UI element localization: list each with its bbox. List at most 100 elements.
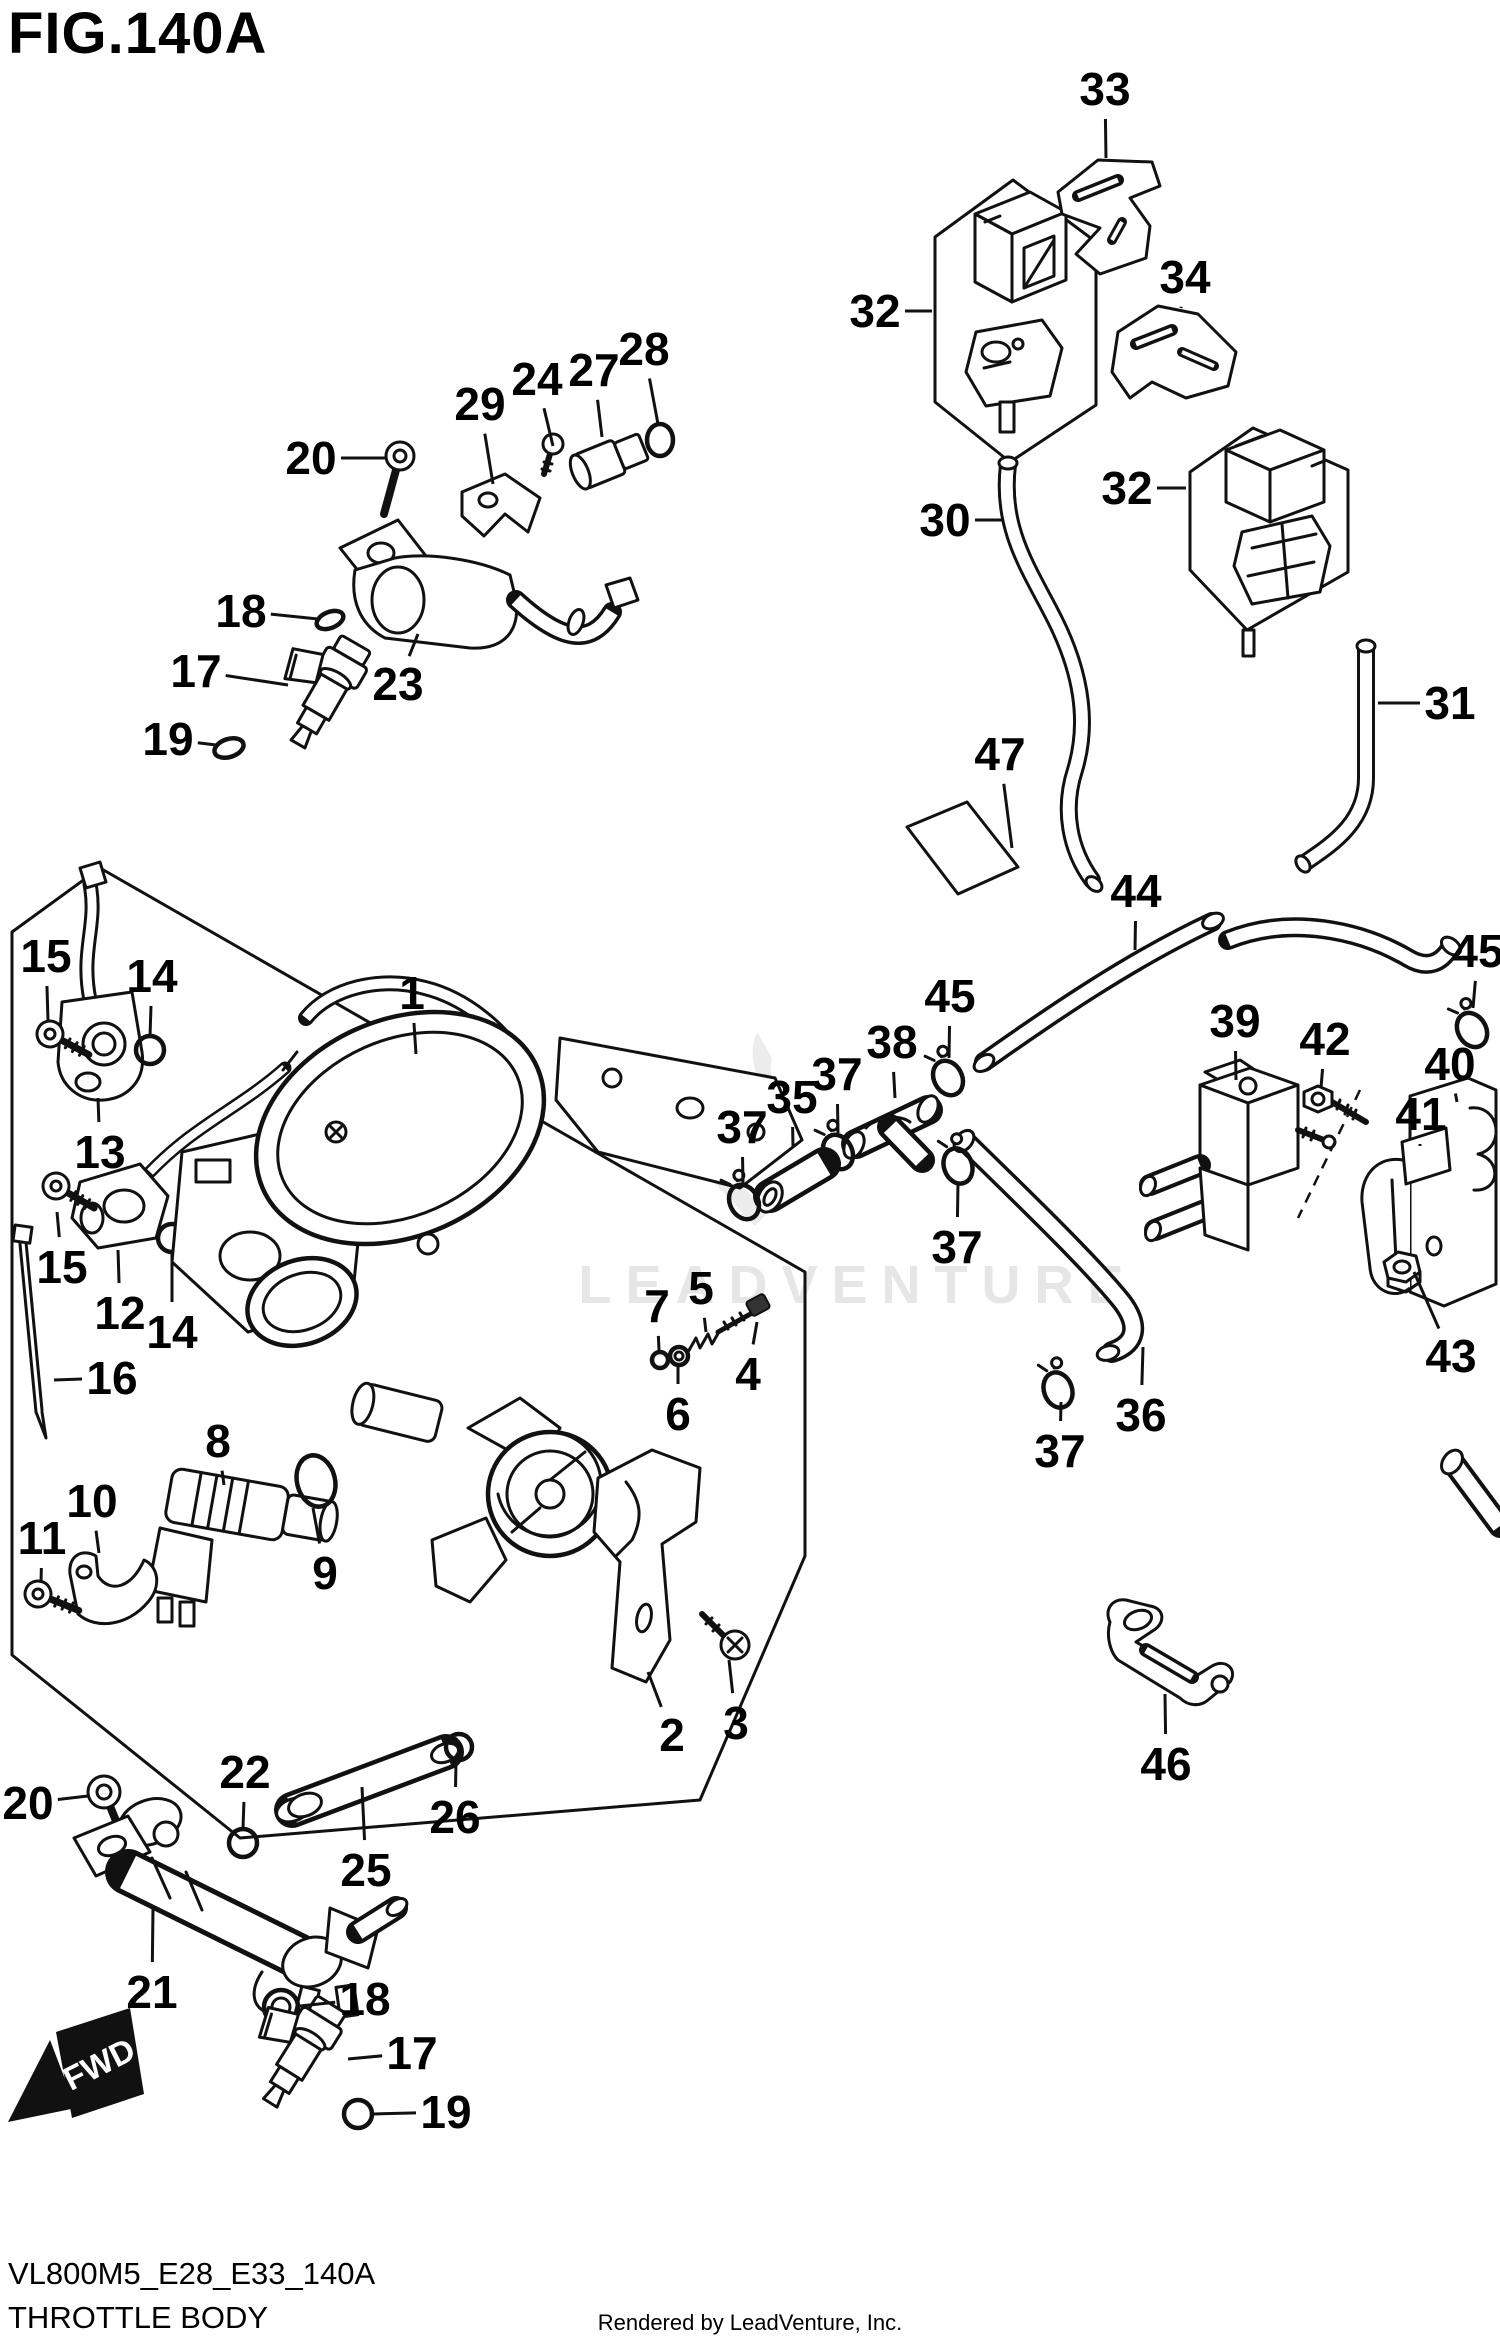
oring-28 [644, 421, 676, 459]
sensor-12 [70, 1050, 299, 1250]
part-number-43-52[interactable]: 43 [1425, 1330, 1476, 1382]
part-number-42-51[interactable]: 42 [1299, 1013, 1350, 1065]
stay-bracket-46 [1106, 1598, 1235, 1707]
part-number-37-43[interactable]: 37 [811, 1048, 862, 1100]
leader-line-19-22 [197, 741, 217, 747]
part-number-21-26[interactable]: 21 [126, 1966, 177, 2018]
part-number-11-10[interactable]: 11 [18, 1512, 67, 1564]
part-number-29-34[interactable]: 29 [454, 378, 505, 430]
part-number-32-37[interactable]: 32 [849, 285, 900, 337]
page-title: THROTTLE BODY [8, 2300, 269, 2335]
part-number-3-2[interactable]: 3 [723, 1697, 749, 1749]
part-number-8-7[interactable]: 8 [205, 1415, 231, 1467]
part-number-14-14[interactable]: 14 [146, 1306, 198, 1358]
part-number-19-23[interactable]: 19 [420, 2086, 471, 2138]
part-number-46-56[interactable]: 46 [1140, 1738, 1191, 1790]
fwd-plate [56, 2008, 144, 2118]
sensor-box-32-left [933, 178, 1098, 464]
leader-line-7-6 [656, 1335, 661, 1351]
part-number-44-53[interactable]: 44 [1110, 865, 1162, 917]
part-number-39-48[interactable]: 39 [1209, 995, 1260, 1047]
part-number-17-19[interactable]: 17 [386, 2027, 437, 2079]
part-number-18-21[interactable]: 18 [339, 1973, 390, 2025]
cushion-41 [1400, 1126, 1452, 1186]
part-number-18-20[interactable]: 18 [215, 585, 266, 637]
part-number-37-46[interactable]: 37 [1034, 1425, 1085, 1477]
leader-line-47-57 [1002, 783, 1014, 849]
leader-line-45-54 [947, 1025, 952, 1059]
oring-19-bottom [341, 2097, 375, 2131]
part-number-24-29[interactable]: 24 [511, 353, 563, 405]
leader-line-46-56 [1163, 1693, 1168, 1735]
leader-line-33-39 [1103, 118, 1108, 159]
relay-bracket-34 [1110, 304, 1238, 400]
leader-line-1-0 [412, 1022, 418, 1055]
leader-line-28-33 [648, 378, 660, 425]
leader-line-27-32 [596, 399, 604, 438]
part-number-37-45[interactable]: 37 [931, 1221, 982, 1273]
part-number-15-15[interactable]: 15 [20, 930, 71, 982]
part-number-16-17[interactable]: 16 [86, 1352, 137, 1404]
part-number-6-5[interactable]: 6 [665, 1388, 691, 1440]
part-number-14-13[interactable]: 14 [126, 950, 178, 1002]
part-number-45-54[interactable]: 45 [924, 970, 975, 1022]
part-number-35-41[interactable]: 35 [766, 1071, 817, 1123]
leader-line-15-16 [55, 1211, 61, 1238]
leader-line-37-45 [955, 1181, 960, 1218]
part-number-31-36[interactable]: 31 [1424, 677, 1475, 729]
vacuum-hose-31 [1294, 638, 1377, 874]
part-number-2-1[interactable]: 2 [659, 1709, 685, 1761]
leader-line-17-18 [225, 674, 289, 687]
part-number-30-35[interactable]: 30 [919, 494, 970, 546]
part-number-45-55[interactable]: 45 [1452, 925, 1500, 977]
leader-line-18-20 [270, 612, 319, 621]
leader-line-45-55 [1471, 980, 1477, 1009]
part-number-36-42[interactable]: 36 [1115, 1389, 1166, 1441]
part-number-10-9[interactable]: 10 [66, 1475, 117, 1527]
leader-line-42-51 [1319, 1068, 1325, 1089]
part-number-26-31[interactable]: 26 [429, 1791, 480, 1843]
part-number-5-4[interactable]: 5 [688, 1262, 714, 1314]
hose-clamp-45-left [921, 1044, 969, 1100]
part-number-37-44[interactable]: 37 [716, 1101, 767, 1153]
part-number-4-3[interactable]: 4 [735, 1348, 761, 1400]
part-number-19-22[interactable]: 19 [142, 713, 193, 765]
screw-24 [540, 432, 565, 477]
part-number-20-25[interactable]: 20 [2, 1777, 53, 1829]
fuel-injector-bottom [224, 1975, 353, 2117]
part-number-20-24[interactable]: 20 [285, 432, 336, 484]
part-number-22-27[interactable]: 22 [219, 1746, 270, 1798]
joint-pipe-35 [753, 1147, 841, 1214]
part-number-9-8[interactable]: 9 [312, 1547, 338, 1599]
oring-9 [294, 1453, 338, 1509]
part-number-47-57[interactable]: 47 [974, 728, 1025, 780]
part-number-28-33[interactable]: 28 [618, 323, 669, 375]
part-number-27-32[interactable]: 27 [568, 344, 619, 396]
leader-line-15-15 [45, 985, 50, 1021]
hose-clamp-37-d [1034, 1356, 1077, 1412]
leader-line-16-17 [53, 1377, 83, 1382]
oring-19-top [212, 736, 246, 760]
part-number-17-18[interactable]: 17 [170, 645, 221, 697]
union-bolt-20 [380, 440, 416, 518]
part-number-7-6[interactable]: 7 [644, 1280, 670, 1332]
part-number-25-30[interactable]: 25 [340, 1844, 391, 1896]
leader-line-17-19 [347, 2054, 383, 2061]
part-number-12-11[interactable]: 12 [94, 1287, 145, 1339]
part-number-15-16[interactable]: 15 [36, 1241, 87, 1293]
part-number-34-40[interactable]: 34 [1159, 251, 1211, 303]
part-number-13-12[interactable]: 13 [74, 1126, 125, 1178]
part-number-1-0[interactable]: 1 [399, 967, 425, 1019]
valve-bolt-42 [1302, 1084, 1369, 1125]
part-number-33-39[interactable]: 33 [1079, 63, 1130, 115]
part-number-40-49[interactable]: 40 [1424, 1038, 1475, 1090]
part-number-41-50[interactable]: 41 [1395, 1088, 1446, 1140]
leader-line-40-49 [1453, 1093, 1459, 1103]
part-number-38-47[interactable]: 38 [866, 1016, 917, 1068]
figure-title: FIG.140A [8, 1, 268, 66]
label-plate-47 [905, 800, 1020, 896]
part-number-32-38[interactable]: 32 [1101, 462, 1152, 514]
part-number-23-28[interactable]: 23 [372, 658, 423, 710]
throttle-stop-screw-set [649, 1293, 771, 1371]
throttle-body-drawing [170, 975, 804, 1604]
